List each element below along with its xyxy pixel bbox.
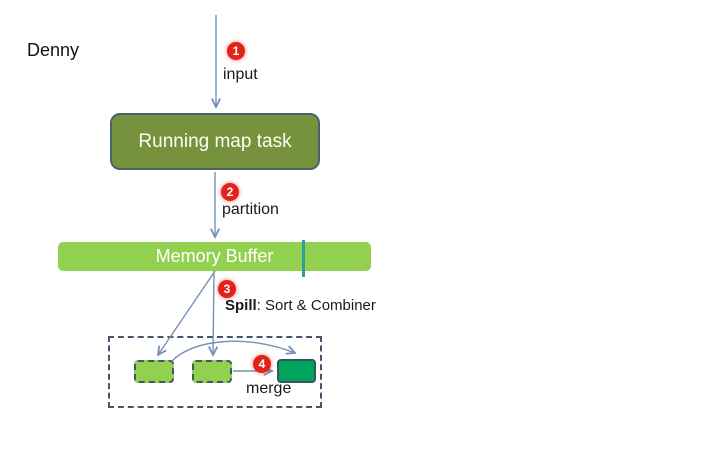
step-2-badge: 2 (221, 183, 239, 201)
spill-file-1 (134, 360, 174, 383)
input-label: input (223, 66, 258, 83)
spill-file-2 (192, 360, 232, 383)
spill-label: Spill: Sort & Combiner (225, 297, 376, 314)
merge-label: merge (246, 380, 292, 397)
merged-file-node (277, 359, 316, 383)
step-3-badge: 3 (218, 280, 236, 298)
buffer-fill-divider-line (302, 240, 305, 277)
memory-buffer-label: Memory Buffer (155, 246, 274, 266)
step-2-number: 2 (226, 185, 234, 199)
step-4-badge: 4 (253, 355, 271, 373)
spill-label-rest: : Sort & Combiner (256, 297, 376, 314)
step-4-number: 4 (258, 357, 266, 371)
memory-buffer-node: Memory Buffer (58, 242, 371, 271)
partition-label: partition (222, 201, 279, 218)
step-3-number: 3 (223, 282, 231, 296)
step-1-badge: 1 (227, 42, 245, 60)
spill-label-bold: Spill (225, 297, 257, 314)
author-name: Denny (27, 40, 80, 60)
step-1-number: 1 (232, 44, 240, 58)
running-map-task-label: Running map task (138, 130, 292, 152)
running-map-task-node: Running map task (110, 113, 320, 170)
